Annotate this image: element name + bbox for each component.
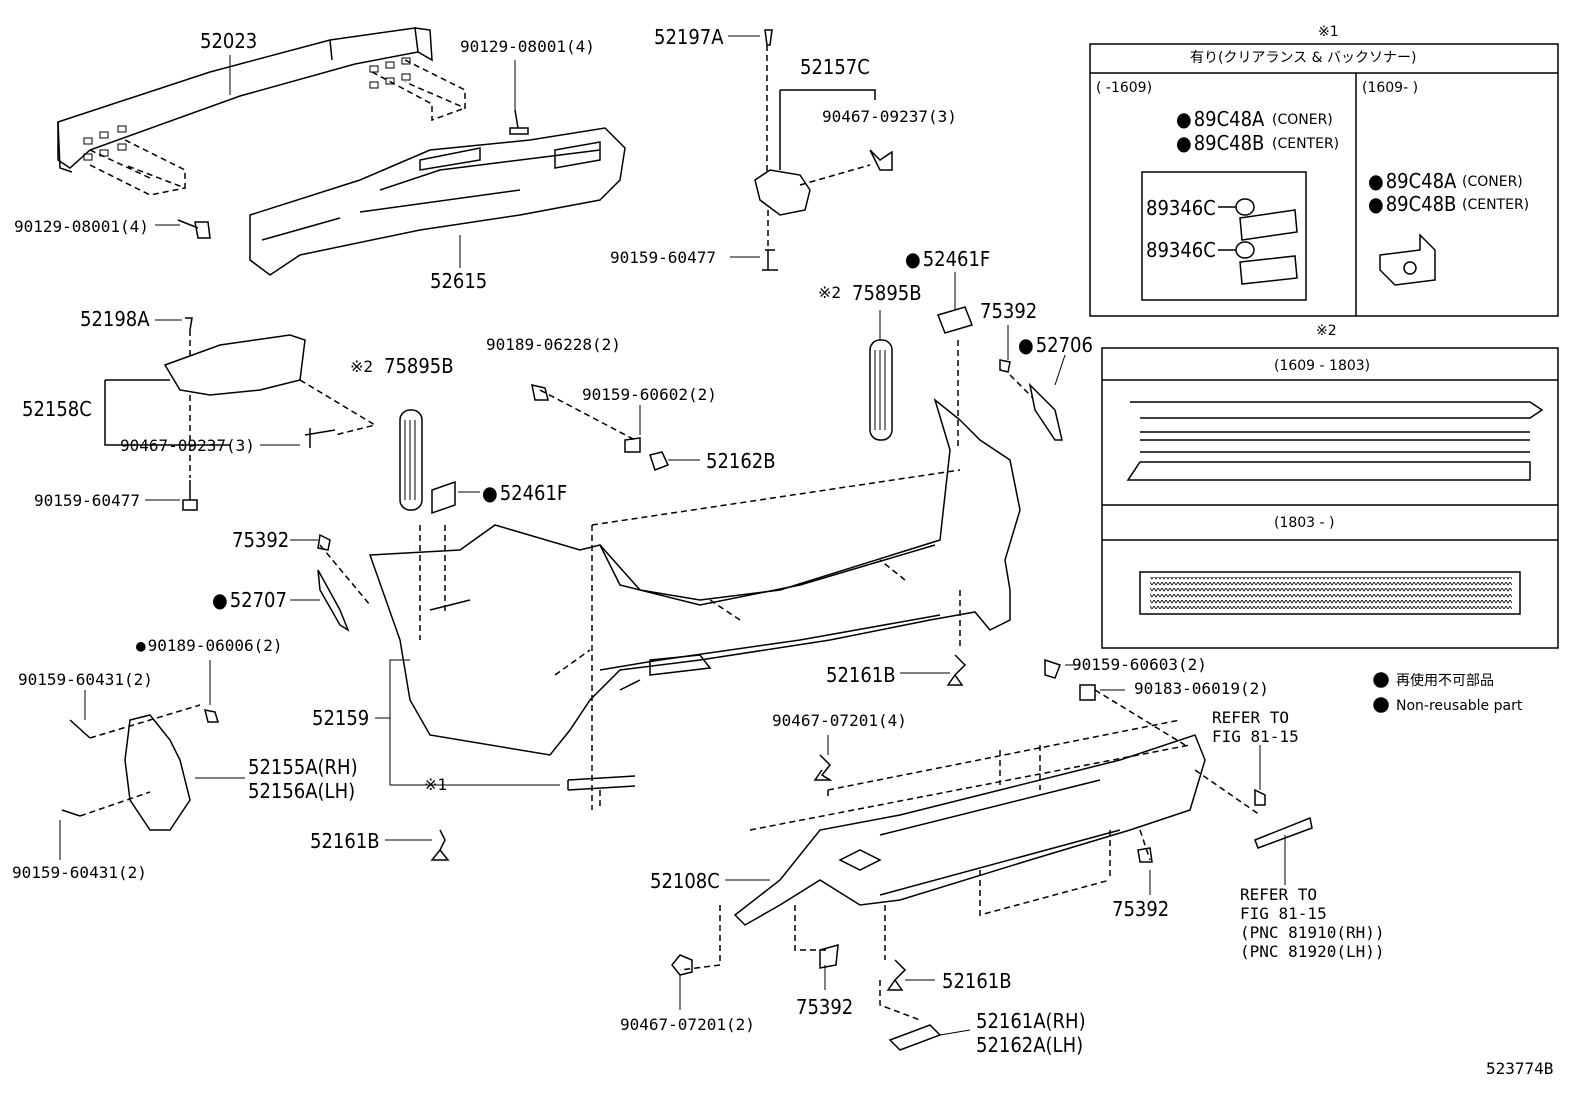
note1-left-sub1: 89346C xyxy=(1146,196,1216,220)
label-52157C: 52157C xyxy=(800,55,870,79)
spoiler-locator-lines xyxy=(679,689,1261,1021)
label-52161A: 52161A(RH) xyxy=(976,1009,1086,1033)
label-90467-09237-left: 90467-09237(3) xyxy=(120,436,255,455)
label-52461F-top: 52461F xyxy=(905,248,991,270)
label-75392-left: 75392 xyxy=(232,528,290,552)
note2-box-drawing xyxy=(1101,347,1559,649)
fasteners-lower xyxy=(430,384,1313,1051)
label-90159-60477-top: 90159-60477 xyxy=(610,248,716,267)
bolts-top xyxy=(177,29,893,271)
label-90159-60602: 90159-60602(2) xyxy=(582,385,717,404)
label-75392-lower-right: 75392 xyxy=(1112,897,1170,921)
label-90159-60431-top: 90159-60431(2) xyxy=(18,670,153,689)
label-52198A: 52198A xyxy=(80,307,150,331)
legend-en: Non-reusable part xyxy=(1396,698,1523,714)
label-52161B-bottom: 52161B xyxy=(942,969,1012,993)
note1-right-p2-desc: (CENTER) xyxy=(1462,197,1530,213)
reinforcement-beam xyxy=(57,27,466,196)
note2-mark-box: ※2 xyxy=(1316,323,1337,339)
note1-right-p1: 89C48A xyxy=(1368,170,1457,192)
note2-mark-right: ※2 xyxy=(818,283,842,302)
side-bracket-52155A xyxy=(61,704,220,831)
note1-left-sub2: 89346C xyxy=(1146,238,1216,262)
label-52023: 52023 xyxy=(200,29,258,53)
label-90183-06019: 90183-06019(2) xyxy=(1134,679,1269,698)
legend-dot-en xyxy=(1373,697,1389,713)
label-90189-06006: 90189-06006(2) xyxy=(136,637,283,655)
bumper-cover xyxy=(368,397,1021,756)
note1-col-right-header: (1609- ) xyxy=(1362,80,1419,96)
energy-absorber xyxy=(249,127,626,276)
note1-right-p2: 89C48B xyxy=(1368,193,1457,215)
label-75392-right: 75392 xyxy=(980,299,1038,323)
note1-mark-bumper: ※1 xyxy=(424,775,448,794)
label-75392-bottom: 75392 xyxy=(796,995,854,1019)
label-refer-bot-4: (PNC 81920(LH)) xyxy=(1240,942,1385,961)
label-52108C: 52108C xyxy=(650,869,720,893)
label-refer-bot-1: REFER TO xyxy=(1240,885,1318,904)
label-90129-left: 90129-08001(4) xyxy=(14,217,149,236)
label-90467-09237-top: 90467-09237(3) xyxy=(822,107,957,126)
label-52615: 52615 xyxy=(430,269,488,293)
label-refer-top-2: FIG 81-15 xyxy=(1212,727,1299,746)
note1-left-p1-desc: (CONER) xyxy=(1272,112,1333,128)
label-52159: 52159 xyxy=(312,706,370,730)
label-52197A: 52197A xyxy=(654,25,724,49)
label-refer-bot-3: (PNC 81910(RH)) xyxy=(1240,923,1385,942)
diagram-id: 523774B xyxy=(1486,1059,1554,1078)
label-52161B-mid: 52161B xyxy=(826,663,896,687)
note1-mark-box: ※1 xyxy=(1318,24,1339,40)
label-52707: 52707 xyxy=(212,589,287,611)
sonar-connectors xyxy=(567,775,636,810)
note1-title: 有り(クリアランス & バックソナー) xyxy=(1190,50,1417,66)
note2-mark-left: ※2 xyxy=(350,357,374,376)
label-52162B: 52162B xyxy=(706,449,776,473)
label-90159-60477-left: 90159-60477 xyxy=(34,491,140,510)
bracket-52158C xyxy=(104,317,377,511)
note2-row2-header: (1803 - ) xyxy=(1274,515,1335,531)
bracket-52157C xyxy=(754,45,876,250)
lower-spoiler xyxy=(733,734,1206,926)
leader-lines xyxy=(59,35,1286,1036)
note1-left-p1: 89C48A xyxy=(1176,108,1265,130)
label-75895B-left: 75895B xyxy=(384,354,454,378)
note1-col-left-header: ( -1609) xyxy=(1096,80,1153,96)
label-refer-top-1: REFER TO xyxy=(1212,708,1290,727)
reflector-pads xyxy=(399,339,893,511)
label-75895B-right: 75895B xyxy=(852,281,922,305)
label-90189-06228: 90189-06228(2) xyxy=(486,335,621,354)
clips-reflectors xyxy=(317,359,1063,632)
note1-left-p2-desc: (CENTER) xyxy=(1272,136,1340,152)
label-90159-60603: 90159-60603(2) xyxy=(1072,655,1207,674)
legend-jp: 再使用不可部品 xyxy=(1396,673,1494,689)
note1-right-p1-desc: (CONER) xyxy=(1462,174,1523,190)
label-90129-top: 90129-08001(4) xyxy=(460,37,595,56)
label-refer-bot-2: FIG 81-15 xyxy=(1240,904,1327,923)
note1-left-p2: 89C48B xyxy=(1176,132,1265,154)
label-90159-60431-bot: 90159-60431(2) xyxy=(12,863,147,882)
note1-box-drawing xyxy=(1089,43,1559,317)
label-52158C: 52158C xyxy=(22,397,92,421)
label-90467-07201-bot: 90467-07201(2) xyxy=(620,1015,755,1034)
label-90467-07201-top: 90467-07201(4) xyxy=(772,711,907,730)
label-52706: 52706 xyxy=(1018,334,1093,356)
legend-dot-jp xyxy=(1373,672,1389,688)
label-52156A: 52156A(LH) xyxy=(248,779,356,803)
label-52155A: 52155A(RH) xyxy=(248,755,358,779)
label-52161B-left: 52161B xyxy=(310,829,380,853)
note2-row1-header: (1609 - 1803) xyxy=(1274,358,1371,374)
label-52162A: 52162A(LH) xyxy=(976,1033,1084,1057)
locator-lines xyxy=(319,340,1041,810)
spacers xyxy=(431,306,973,515)
label-52461F-left: 52461F xyxy=(482,482,568,504)
